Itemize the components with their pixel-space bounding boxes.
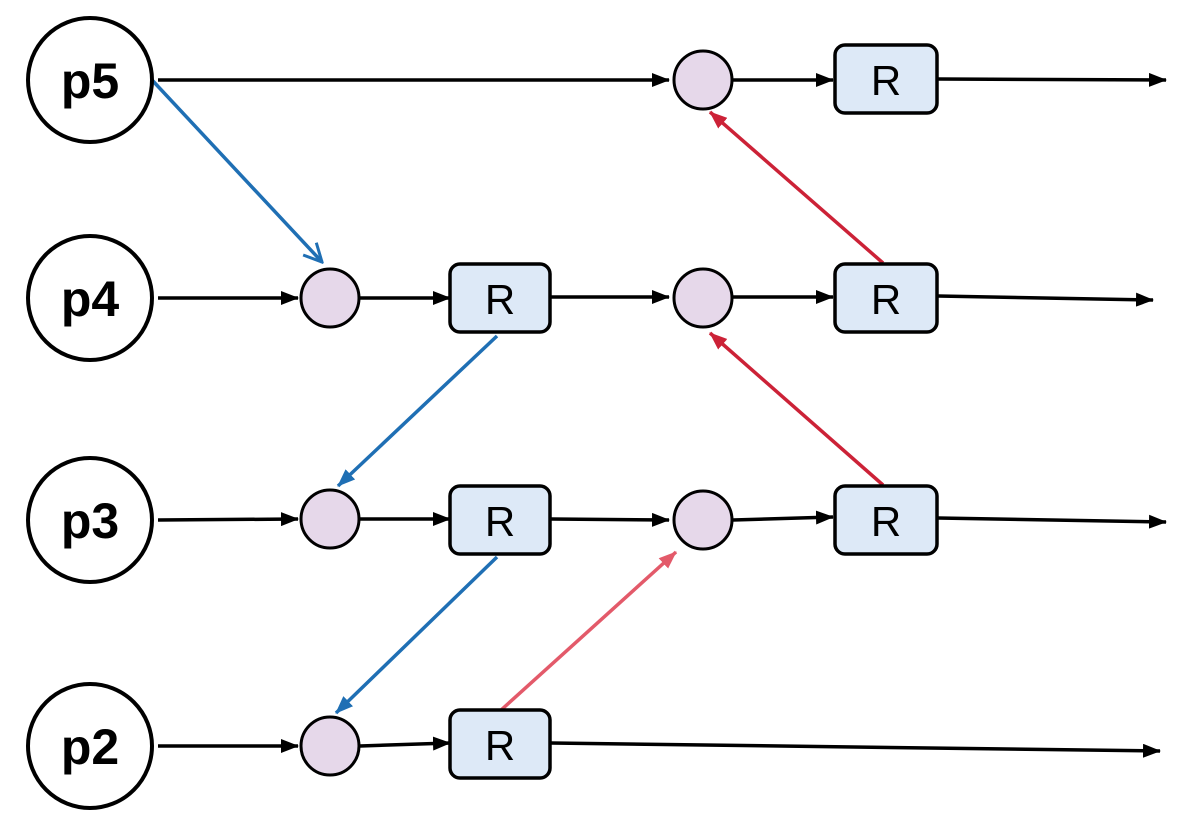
- p4-r-to-p5-node-arrow: [708, 110, 885, 265]
- p5-to-p4-node-arrow: [150, 78, 322, 262]
- level-label-p4: p4: [61, 271, 120, 327]
- p2-r-to-p3-node-arrow: [498, 550, 678, 713]
- p3-fusion-node-2: [672, 489, 734, 551]
- r-box-p3-left: R: [448, 484, 552, 556]
- p5-output-arrow: [937, 72, 1167, 87]
- level-circle-p4: p4: [26, 234, 154, 362]
- level-circle-p5: p5: [26, 16, 154, 144]
- level-label-p5: p5: [61, 53, 119, 109]
- r-box-label: R: [485, 276, 515, 323]
- p4-r-to-p3-node-arrow: [336, 334, 499, 488]
- p3-to-node1-arrow: [157, 512, 299, 527]
- level-label-p2: p2: [61, 719, 119, 775]
- p4-output-arrow: [937, 292, 1154, 307]
- level-p4-row: [158, 290, 1154, 307]
- r-box-label: R: [871, 57, 901, 104]
- level-circle-p3: p3: [26, 456, 154, 584]
- top-down-pathway: [150, 78, 499, 715]
- p4-fusion-node-1: [299, 267, 361, 329]
- r-box-p2: R: [448, 708, 552, 780]
- p5-fusion-node: [672, 49, 734, 111]
- level-p2-row: [158, 736, 1161, 758]
- p4-fusion-node-2: [672, 267, 734, 329]
- p3-output-arrow: [937, 514, 1167, 529]
- level-p3-row: [157, 510, 1167, 529]
- r-box-p4-left: R: [448, 262, 552, 334]
- p2-fusion-node: [299, 715, 361, 777]
- r-box-p4-right: R: [833, 262, 939, 334]
- p2-node-to-r-arrow: [359, 736, 451, 751]
- r-box-p5: R: [833, 43, 939, 115]
- p3-fusion-node-1: [299, 488, 361, 550]
- level-circle-p2: p2: [26, 682, 154, 810]
- p3-node2-to-r-arrow: [732, 510, 834, 525]
- p2-output-arrow: [550, 741, 1161, 758]
- level-label-p3: p3: [61, 493, 119, 549]
- r-box-label: R: [871, 498, 901, 545]
- level-p5-row: [158, 72, 1167, 87]
- r-box-p3-right: R: [833, 484, 939, 556]
- r-box-label: R: [485, 722, 515, 769]
- r-box-label: R: [871, 276, 901, 323]
- p3-r-to-p2-node-arrow: [334, 555, 499, 715]
- bottom-up-pathway: [498, 110, 885, 713]
- r-box-label: R: [485, 498, 515, 545]
- fusion-nodes: [299, 49, 734, 777]
- p3-r-to-p4-node-arrow: [708, 331, 885, 487]
- p3-r-to-node2-arrow: [550, 512, 670, 527]
